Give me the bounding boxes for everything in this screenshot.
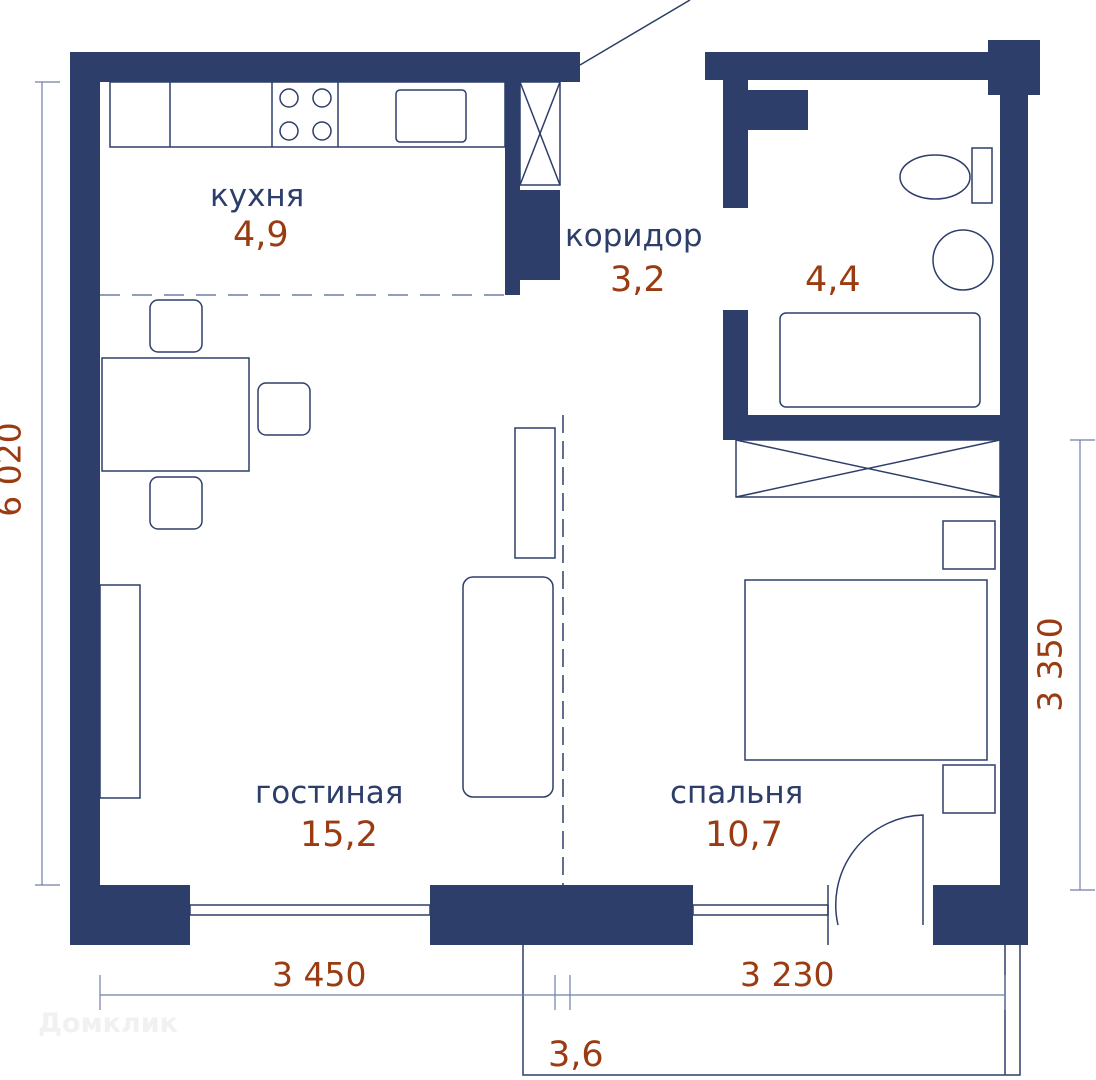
room-label-kitchen: кухня [210, 178, 305, 214]
room-area-bathroom: 4,4 [805, 260, 861, 300]
dimension-height-total: 6 020 [0, 422, 29, 516]
room-area-bedroom: 10,7 [705, 815, 783, 855]
dimension-width-living: 3 450 [272, 955, 367, 994]
fixtures [99, 0, 1021, 1076]
dimension-lines [35, 81, 1095, 1010]
dimension-height-bedroom: 3 350 [1030, 617, 1070, 712]
balcony-area: 3,6 [548, 1035, 604, 1075]
room-label-bedroom: спальня [670, 775, 804, 811]
room-label-corridor: коридор [565, 218, 703, 254]
room-area-kitchen: 4,9 [233, 215, 289, 255]
room-label-living: гостиная [255, 775, 404, 811]
room-area-corridor: 3,2 [610, 260, 666, 300]
walls [70, 40, 1040, 945]
watermark: Домклик [38, 1008, 179, 1039]
room-area-living: 15,2 [300, 815, 378, 855]
dimension-width-bedroom: 3 230 [740, 955, 835, 994]
